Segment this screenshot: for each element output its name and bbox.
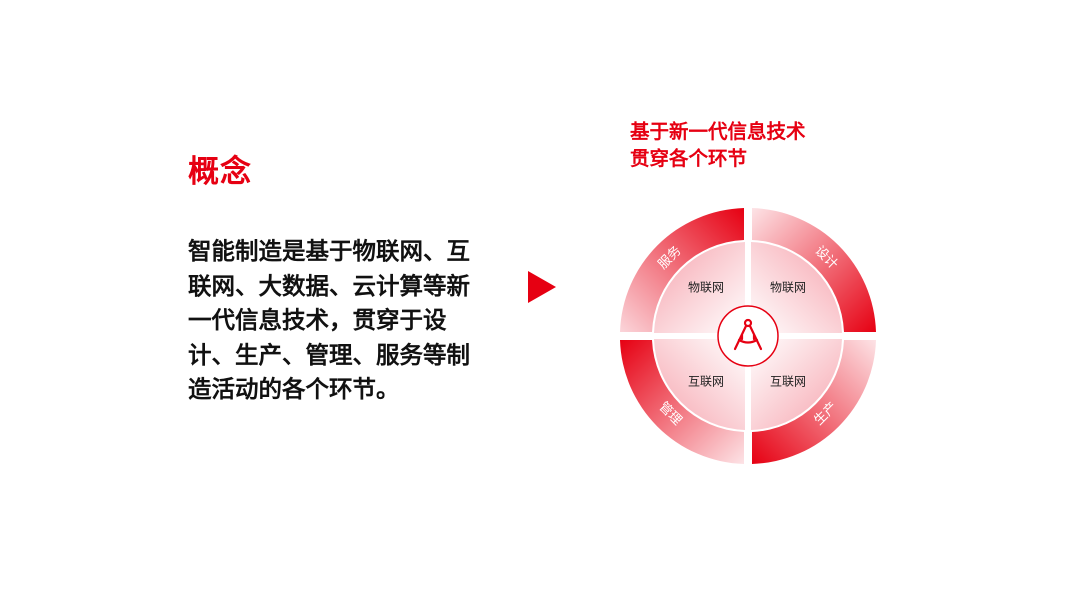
quadrant-top-left [654,242,745,333]
quadrant-label-bottom-right: 互联网 [770,375,806,389]
ring-segment-design [752,208,876,332]
quadrant-label-bottom-left: 互联网 [688,375,724,389]
quadrant-bottom-right [751,339,842,430]
ring-segment-production [752,340,876,464]
quadrant-label-top-left: 物联网 [688,281,724,295]
cycle-diagram: 服务 设计 生产 管理 物联网 物联网 互联网 互联网 [616,204,880,468]
ring-segment-management [620,340,744,464]
concept-description: 智能制造是基于物联网、互联网、大数据、云计算等新一代信息技术，贯穿于设计、生产、… [188,237,470,403]
quadrant-bottom-left [654,339,745,430]
diagram-heading-line2: 贯穿各个环节 [630,147,748,170]
quadrant-top-right [751,242,842,333]
compass-icon [733,318,763,351]
cycle-diagram-svg: 服务 设计 生产 管理 物联网 物联网 互联网 互联网 [620,208,876,464]
diagram-heading-line1: 基于新一代信息技术 [630,120,806,143]
page-title: 概念 [188,154,252,190]
play-arrow-icon [528,271,556,303]
center-circle [717,305,779,367]
diagram-heading: 基于新一代信息技术 贯穿各个环节 [630,118,806,172]
ring-segment-service [620,208,744,332]
quadrant-label-top-right: 物联网 [770,281,806,295]
